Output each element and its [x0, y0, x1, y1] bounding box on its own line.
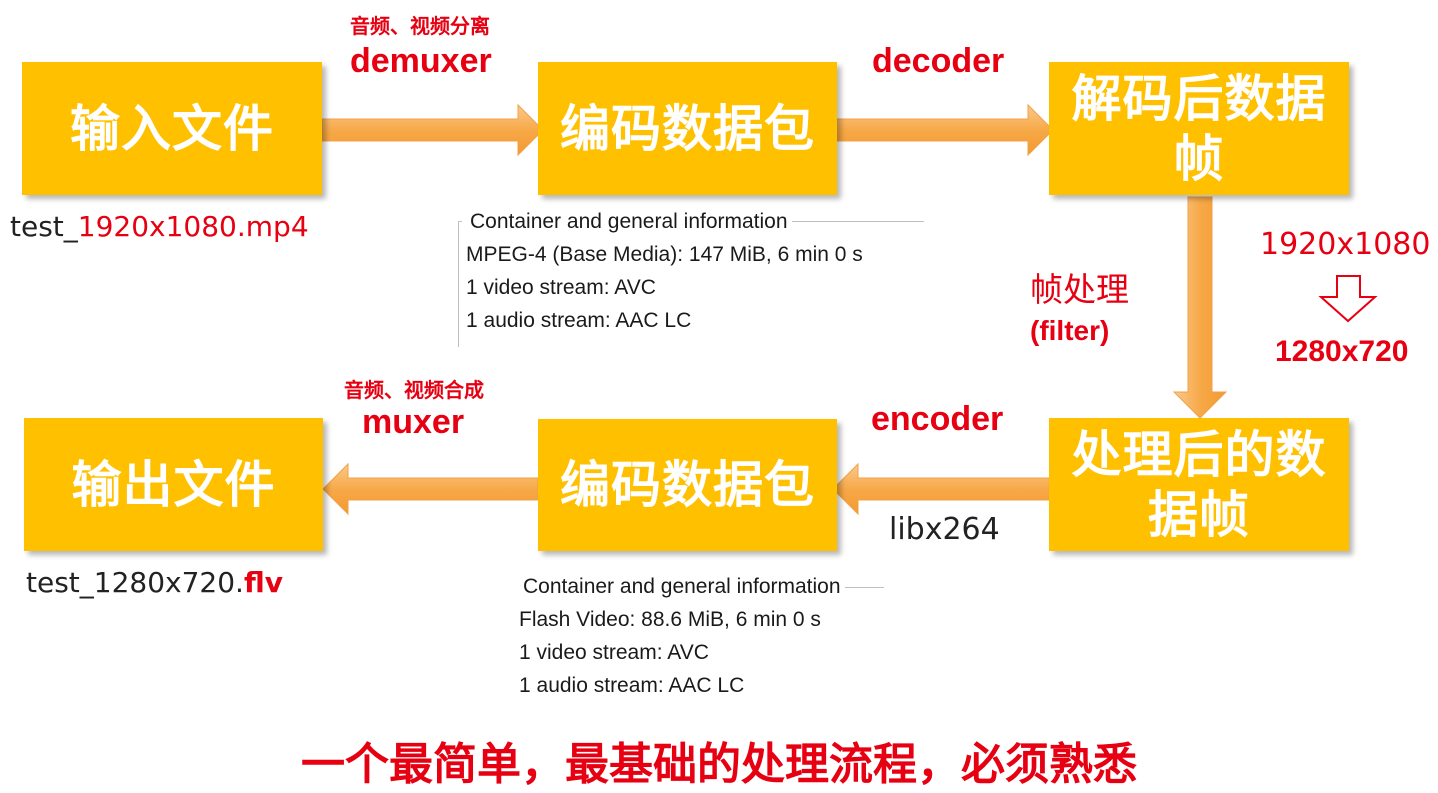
encoder-label: encoder — [871, 400, 1004, 438]
encoded-packet-top-box: 编码数据包 — [538, 62, 837, 195]
demuxer-label: demuxer — [350, 42, 492, 80]
info-top-line: 1 video stream: AVC — [466, 276, 656, 299]
filter-cn-label: 帧处理 — [1030, 270, 1129, 309]
processed-frame-label-line1: 处理后的数 — [1071, 425, 1327, 484]
decoded-frame-label-line1: 解码后数据 — [1071, 69, 1327, 128]
info-panel-bottom: Container and general information Flash … — [515, 570, 845, 702]
decoded-frame-label-line2: 帧 — [1173, 129, 1225, 188]
info-top-line: MPEG-4 (Base Media): 147 MiB, 6 min 0 s — [466, 243, 863, 266]
encoded-packet-bottom-box: 编码数据包 — [538, 419, 837, 551]
output-file-name: test_1280x720.flv — [26, 566, 283, 599]
resize-down-arrow-icon — [1318, 275, 1378, 323]
encoded-packet-bottom-label: 编码数据包 — [560, 456, 815, 514]
filter-label: (filter) — [1030, 315, 1110, 346]
arrow-encode — [832, 462, 1054, 516]
output-file-label: 输出文件 — [71, 455, 276, 514]
arrow-demux — [321, 103, 544, 157]
arrow-mux — [322, 462, 539, 516]
decoder-label: decoder — [872, 42, 1005, 80]
info-top-frame-side — [458, 221, 459, 347]
info-top-heading: Container and general information — [462, 205, 792, 238]
resolution-to-label: 1280x720 — [1275, 335, 1409, 368]
demux-cn-label: 音频、视频分离 — [350, 14, 490, 38]
processed-frame-box: 处理后的数 据帧 — [1049, 418, 1349, 551]
info-bottom-heading: Container and general information — [515, 570, 845, 603]
decoded-frame-box: 解码后数据 帧 — [1049, 62, 1349, 195]
info-bottom-line: Flash Video: 88.6 MiB, 6 min 0 s — [519, 608, 821, 631]
info-panel-top: Container and general information MPEG-4… — [462, 205, 863, 337]
arrow-decode — [831, 103, 1054, 157]
input-file-resolution: 1920x1080.mp4 — [77, 210, 309, 243]
processed-frame-label-line2: 据帧 — [1148, 485, 1250, 544]
encoded-packet-top-label: 编码数据包 — [560, 99, 815, 158]
info-top-line: 1 audio stream: AAC LC — [466, 309, 692, 332]
footer-caption: 一个最简单，最基础的处理流程，必须熟悉 — [301, 739, 1137, 790]
mux-cn-label: 音频、视频合成 — [344, 378, 484, 402]
input-file-name: test_1920x1080.mp4 — [10, 210, 309, 243]
output-file-ext: flv — [243, 566, 283, 599]
input-file-label: 输入文件 — [70, 99, 274, 158]
output-file-prefix: test_1280x720. — [26, 566, 244, 599]
libx264-label: libx264 — [889, 512, 1000, 547]
resolution-from-label: 1920x1080 — [1260, 227, 1431, 262]
muxer-label: muxer — [362, 403, 465, 441]
arrow-filter — [1172, 196, 1228, 419]
info-bottom-line: 1 video stream: AVC — [519, 641, 709, 664]
info-bottom-line: 1 audio stream: AAC LC — [519, 674, 745, 697]
input-file-box: 输入文件 — [22, 62, 322, 195]
output-file-box: 输出文件 — [24, 418, 323, 551]
input-file-prefix: test_ — [10, 210, 78, 243]
